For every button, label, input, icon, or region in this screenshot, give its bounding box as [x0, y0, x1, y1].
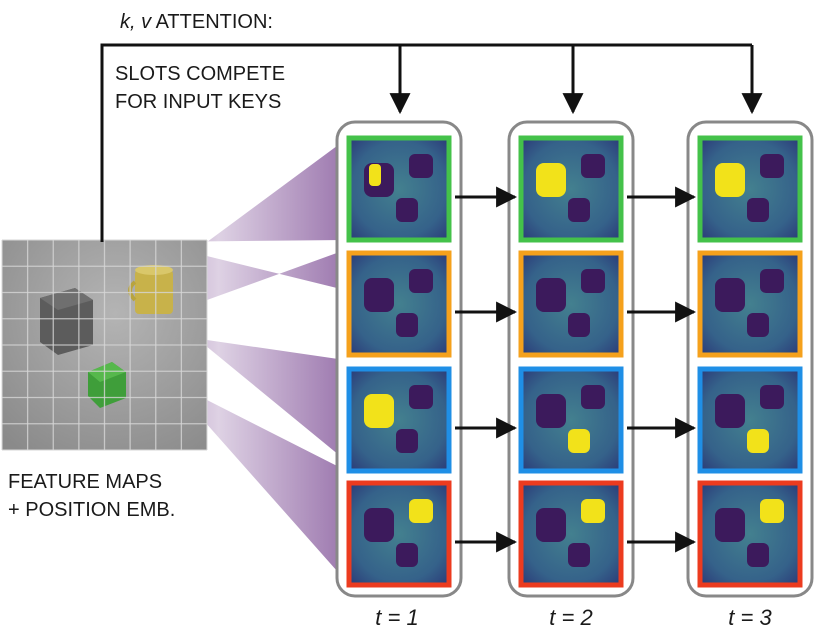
slot-border [346, 135, 452, 243]
mask-object [715, 278, 745, 312]
mask-object [536, 278, 566, 312]
mask-object [396, 543, 418, 567]
slot-tile [697, 480, 803, 588]
mask-object [364, 394, 394, 428]
mask-object [581, 499, 605, 523]
slot-border [697, 250, 803, 358]
slot-tile [697, 366, 803, 474]
timestep-label-1: t = 1 [375, 605, 418, 630]
mask-object [747, 543, 769, 567]
slot-tile [346, 480, 452, 588]
mask-object [568, 313, 590, 337]
slot-tile [518, 135, 624, 243]
mask-object [747, 429, 769, 453]
mask-object [581, 154, 605, 178]
mask-object [568, 543, 590, 567]
position-grid [1, 239, 208, 451]
mask-object [747, 198, 769, 222]
mask-object [581, 385, 605, 409]
slot-tile [518, 366, 624, 474]
mask-object [536, 163, 566, 197]
slot-tile [346, 366, 452, 474]
mask-object [364, 278, 394, 312]
projection-wedge [150, 140, 345, 242]
slot-tile [518, 250, 624, 358]
mask-object [760, 269, 784, 293]
slot-border [518, 250, 624, 358]
slot-border [346, 366, 452, 474]
mask-object [409, 385, 433, 409]
slot-tile [518, 480, 624, 588]
mask-object [409, 154, 433, 178]
slot-tile [346, 135, 452, 243]
slot-tile [346, 250, 452, 358]
slot-update-arrows [455, 186, 697, 553]
mask-object [715, 163, 745, 197]
mask-object [536, 394, 566, 428]
slot-border [346, 250, 452, 358]
slot-border [518, 366, 624, 474]
slot-tile [697, 135, 803, 243]
slot-border [518, 480, 624, 588]
input-label-line-1: FEATURE MAPS [8, 471, 162, 493]
attention-label: k, v ATTENTION: [120, 11, 273, 33]
note-line-1: SLOTS COMPETE [115, 63, 285, 85]
mask-object [568, 429, 590, 453]
mask-object [581, 269, 605, 293]
slot-border [697, 366, 803, 474]
attention-feedback-arrows [100, 43, 763, 242]
mask-object [760, 385, 784, 409]
mask-object [364, 508, 394, 542]
mask-object [369, 164, 381, 186]
slot-columns [335, 120, 814, 598]
mask-object [568, 198, 590, 222]
slot-border [697, 480, 803, 588]
mask-object [715, 508, 745, 542]
mask-object [747, 313, 769, 337]
slot-border [346, 480, 452, 588]
mask-object [396, 313, 418, 337]
mask-object [409, 499, 433, 523]
mask-object [396, 429, 418, 453]
mask-object [396, 198, 418, 222]
slot-border [518, 135, 624, 243]
mask-object [409, 269, 433, 293]
mask-object [715, 394, 745, 428]
mask-object [536, 508, 566, 542]
timestep-label-2: t = 2 [549, 605, 592, 630]
input-label-line-2: + POSITION EMB. [8, 499, 175, 521]
mask-object [760, 499, 784, 523]
note-line-2: FOR INPUT KEYS [115, 91, 281, 113]
slot-tile [697, 250, 803, 358]
slot-border [697, 135, 803, 243]
mask-object [760, 154, 784, 178]
timestep-label-3: t = 3 [728, 605, 772, 630]
